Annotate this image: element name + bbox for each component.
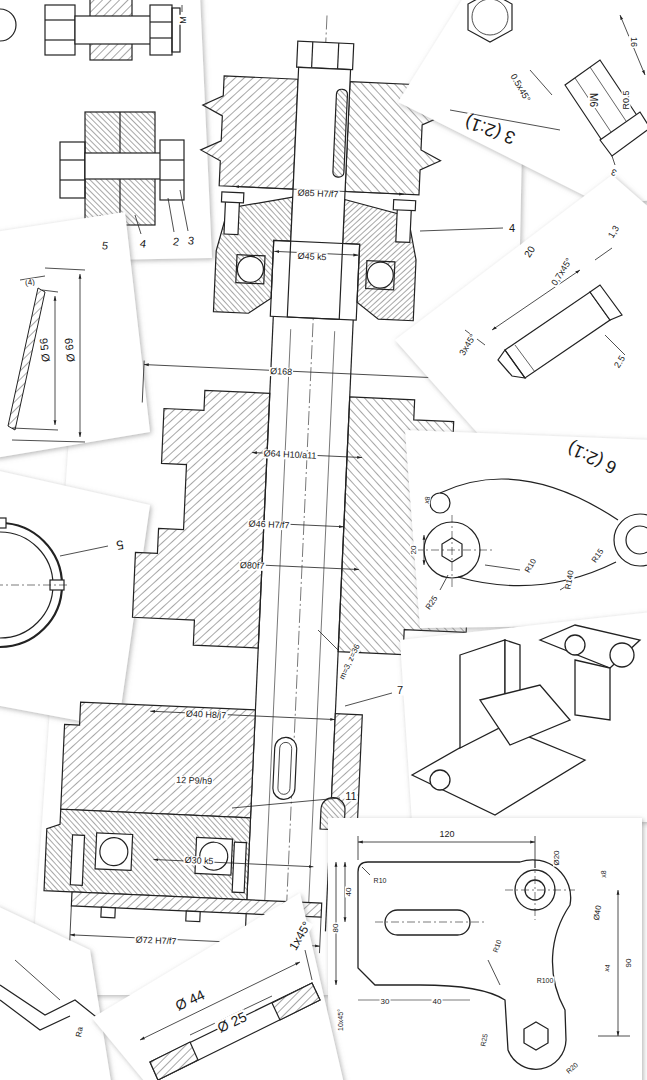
callout-number: 2 <box>171 236 181 248</box>
dimension-label: 3x45° <box>458 332 479 358</box>
dimension-label: 120 <box>438 830 455 839</box>
dimension-label: 90 <box>625 958 633 969</box>
dimension-label: 0.5x45° <box>508 72 532 105</box>
dimension-label: Ra <box>75 1025 85 1038</box>
dimension-label: Ø46 H7/f7 <box>247 520 290 531</box>
callout-number: 3 <box>609 167 619 178</box>
dimension-label: 1x45° <box>287 919 314 953</box>
callout-number: 11 <box>344 791 357 802</box>
dimension-label: 80 <box>332 923 340 934</box>
dimension-label: Ø40 H8/j7 <box>185 710 228 721</box>
dimension-label: (4) <box>24 278 37 288</box>
dimension-label: R15 <box>590 547 606 565</box>
dimension-label: M6 <box>588 92 598 108</box>
dimension-label: 20 <box>522 244 537 260</box>
dimension-label: Ø85 H7/f7 <box>296 189 339 200</box>
dimension-label: 40 <box>345 887 353 898</box>
dimension-label: Ø64 H10/a11 <box>262 449 317 460</box>
dimension-label: M <box>179 15 188 25</box>
dimension-label: R140 <box>564 569 576 591</box>
callout-number: 4 <box>508 223 516 234</box>
dimension-label: Ø168 <box>269 367 293 377</box>
dimension-label: R25 <box>424 594 440 612</box>
part-sheet <box>0 905 112 1080</box>
dimension-label: 30 <box>380 998 391 1006</box>
dimension-label: m=3, z=36 <box>338 642 362 681</box>
callout-number: 5 <box>100 240 110 252</box>
ring-sheet <box>0 470 150 728</box>
dimension-label: 2.5 <box>612 353 627 370</box>
dimension-label: Ø 69 <box>63 337 77 364</box>
dimension-label: Ø80f7 <box>239 561 266 571</box>
dimension-label: 12 P9/h9 <box>175 776 213 787</box>
dimension-label: R10 <box>491 938 503 954</box>
link-sheet <box>405 430 647 628</box>
dimension-label: R100 <box>536 977 555 984</box>
dimension-label: R10 <box>523 557 538 575</box>
dimension-label: Ø30 k5 <box>183 856 214 866</box>
pin-sheet-3 <box>398 0 647 206</box>
dimension-label: R0.5 <box>622 89 631 110</box>
dimension-label: 20 <box>410 545 418 556</box>
dimension-label: Ø 44 <box>172 987 207 1013</box>
dimension-label: R20 <box>564 1061 580 1076</box>
callout-number: 4 <box>138 238 148 250</box>
scale-label: 3 (2:1) <box>462 112 519 147</box>
dimension-label: Ø45 k5 <box>296 252 327 262</box>
dimension-label: 40 <box>432 998 443 1006</box>
dimension-label: 16 <box>629 36 638 48</box>
dimension-label: Ø20 <box>553 849 561 866</box>
plate-sheet <box>328 818 642 1080</box>
dimension-label: x8 <box>600 869 607 878</box>
dimension-label: x4 <box>603 963 612 973</box>
washer-sheet-2 <box>92 893 345 1080</box>
scale-label: 6 (2:1) <box>564 438 621 477</box>
callout-number: 3 <box>186 235 196 247</box>
callout-number: 5 <box>114 538 125 552</box>
washer-sheet <box>0 212 150 458</box>
dimension-label: Ø 56 <box>38 337 52 364</box>
dimension-label: 1,3 <box>606 223 621 240</box>
dimension-label: R10 <box>373 877 388 884</box>
dimension-label: x8 <box>423 495 432 505</box>
dimension-label: R25 <box>479 1032 488 1048</box>
dimension-label: Ø72 H7/f7 <box>134 936 177 947</box>
dimension-label: 10x45° <box>337 1008 344 1032</box>
dimension-label: 0,7x45° <box>550 256 575 288</box>
dimension-label: Ø 25 <box>214 1009 249 1035</box>
bracket-sheet <box>400 612 647 822</box>
dimension-label: Ø40 <box>593 904 604 922</box>
callout-number: 7 <box>396 685 404 696</box>
